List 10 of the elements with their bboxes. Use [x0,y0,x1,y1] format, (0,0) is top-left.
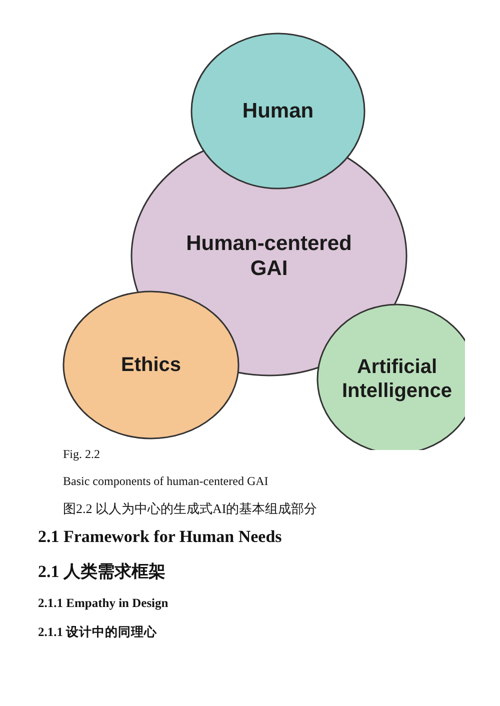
circle-label: Ethics [120,353,182,377]
subsection-heading: 2.1.1 设计中的同理心 [38,624,158,641]
figure-caption: 图2.2 以人为中心的生成式AI的基本组成部分 [63,500,318,518]
circle-label: Human-centered GAI [171,230,367,282]
subsection-heading: 2.1.1 Empathy in Design [38,596,168,611]
figure-number: Fig. 2.2 [63,447,100,462]
section-heading: 2.1 人类需求框架 [38,561,166,583]
figure-caption: Basic components of human-centered GAI [63,474,268,489]
circle-label: Human [242,98,314,124]
section-heading: 2.1 Framework for Human Needs [38,527,282,547]
